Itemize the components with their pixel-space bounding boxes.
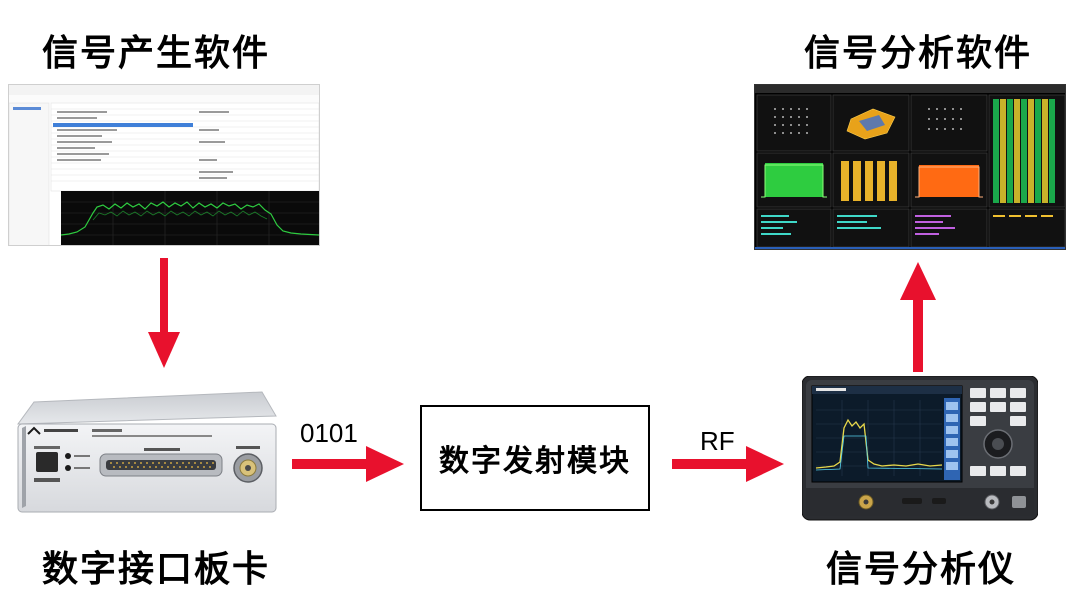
digital-transmit-module-label: 数字发射模块 [439, 444, 631, 479]
analyzer-trace [815, 418, 943, 469]
arrow-right-icon [292, 446, 404, 482]
signal-label-rf: RF [700, 426, 735, 456]
generation-software-window [9, 85, 319, 245]
analysis-software-window [755, 85, 1065, 249]
digital-interface-card-image [16, 391, 277, 513]
label-digital-interface-card: 数字接口板卡 [42, 549, 271, 590]
arrow-up-icon [900, 262, 936, 372]
label-signal-generation-software: 信号产生软件 [42, 33, 271, 74]
signal-analyzer-image [802, 376, 1038, 521]
signal-label-digital: 0101 [300, 418, 358, 448]
signal-generation-software-screenshot [8, 84, 320, 246]
spectrum-trace [60, 201, 319, 236]
digital-transmit-module-box: 数字发射模块 [420, 405, 650, 511]
label-signal-analysis-software: 信号分析软件 [804, 33, 1033, 74]
arrow-down-icon [148, 258, 180, 368]
label-signal-analyzer: 信号分析仪 [826, 549, 1017, 590]
signal-analysis-software-screenshot [754, 84, 1066, 250]
arrow-right-icon [672, 446, 784, 482]
